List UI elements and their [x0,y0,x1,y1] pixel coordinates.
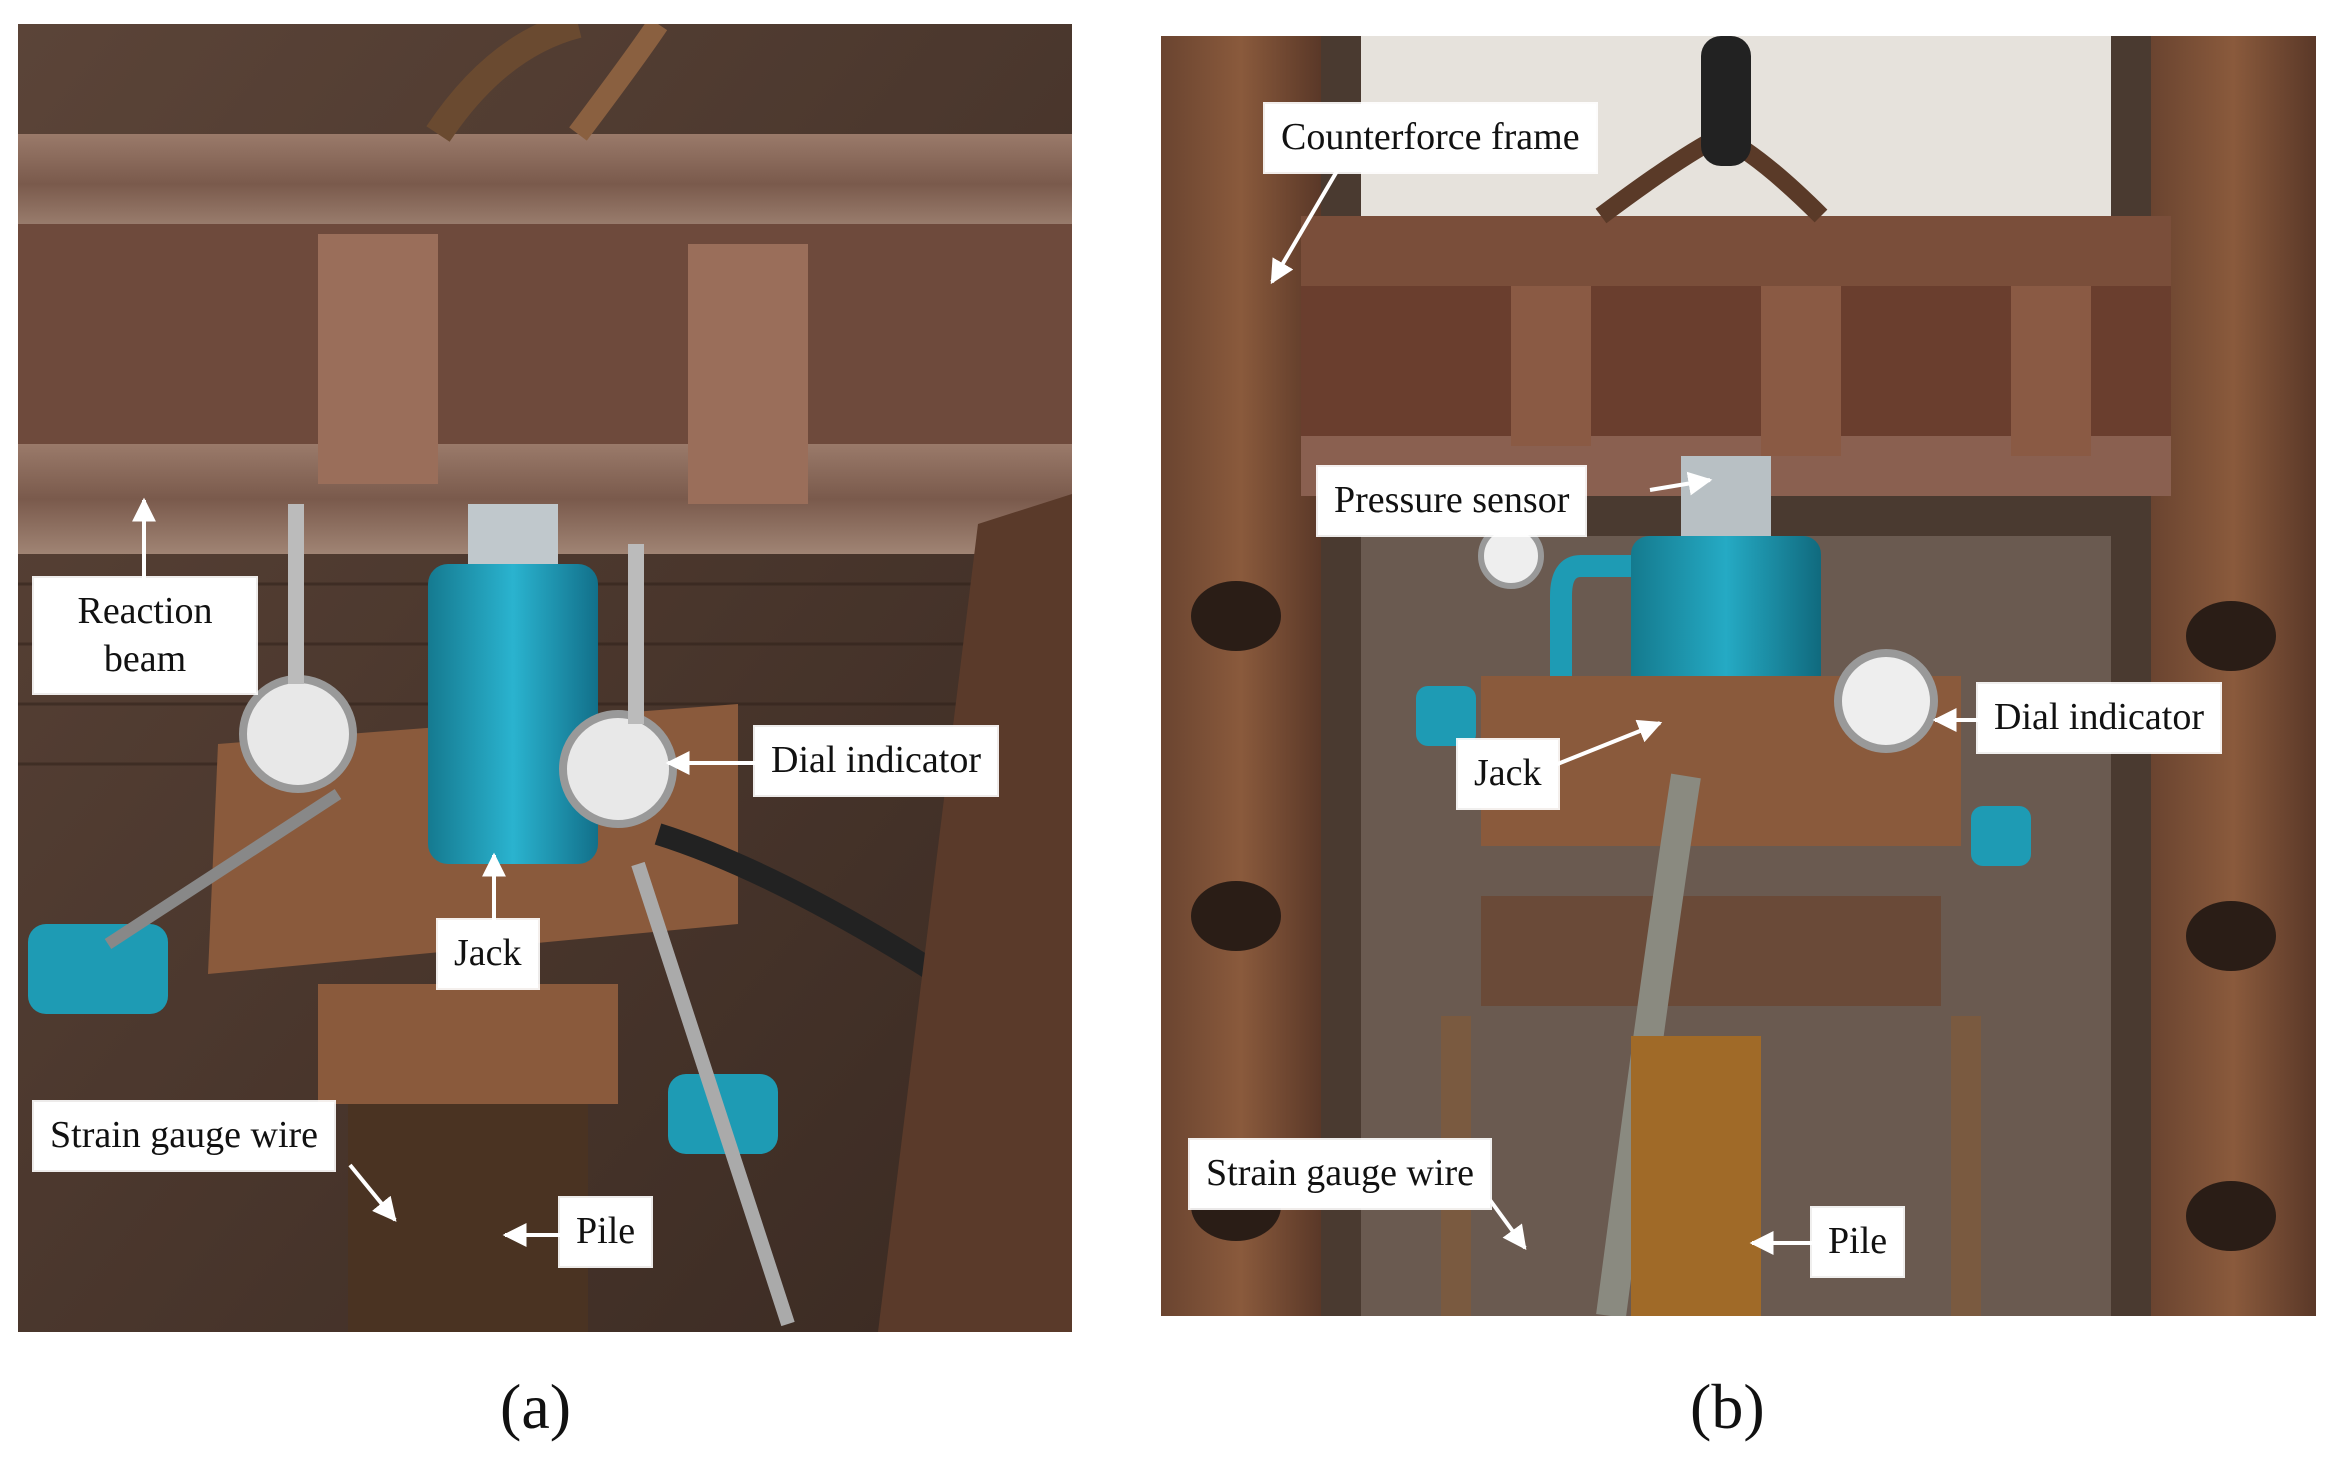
label-strain-gauge-wire-a-text: Strain gauge wire [50,1114,319,1156]
label-pile-a-text: Pile [576,1210,636,1252]
panel-caption-b: (b) [1690,1371,1765,1442]
label-counterforce-frame: Counterforce frame [1265,104,1596,172]
photo-panel-b [1161,36,2316,1316]
label-dial-indicator-b: Dial indicator [1978,684,2220,752]
label-strain-gauge-wire-b-text: Strain gauge wire [1206,1152,1475,1194]
label-counterforce-frame-text: Counterforce frame [1281,116,1580,158]
label-reaction-beam-text: Reaction beam [77,590,213,680]
label-pile-b-text: Pile [1828,1220,1888,1262]
label-dial-indicator-b-text: Dial indicator [1994,696,2204,738]
label-strain-gauge-wire-a: Strain gauge wire [34,1102,335,1170]
label-jack-b: Jack [1458,740,1558,808]
label-reaction-beam: Reaction beam [34,578,256,693]
panel-caption-a: (a) [500,1371,572,1442]
label-strain-gauge-wire-b: Strain gauge wire [1190,1140,1491,1208]
label-jack-b-text: Jack [1474,752,1542,794]
photo-a-illustration [18,24,1072,1332]
label-pressure-sensor: Pressure sensor [1318,467,1586,535]
label-dial-indicator-a: Dial indicator [755,727,997,795]
photo-b-illustration [1161,36,2316,1316]
label-jack-a-text: Jack [454,932,522,974]
label-pressure-sensor-text: Pressure sensor [1334,479,1570,521]
label-jack-a: Jack [438,920,538,988]
label-dial-indicator-a-text: Dial indicator [771,739,981,781]
label-pile-b: Pile [1812,1208,1904,1276]
photo-panel-a [18,24,1072,1332]
label-pile-a: Pile [560,1198,652,1266]
